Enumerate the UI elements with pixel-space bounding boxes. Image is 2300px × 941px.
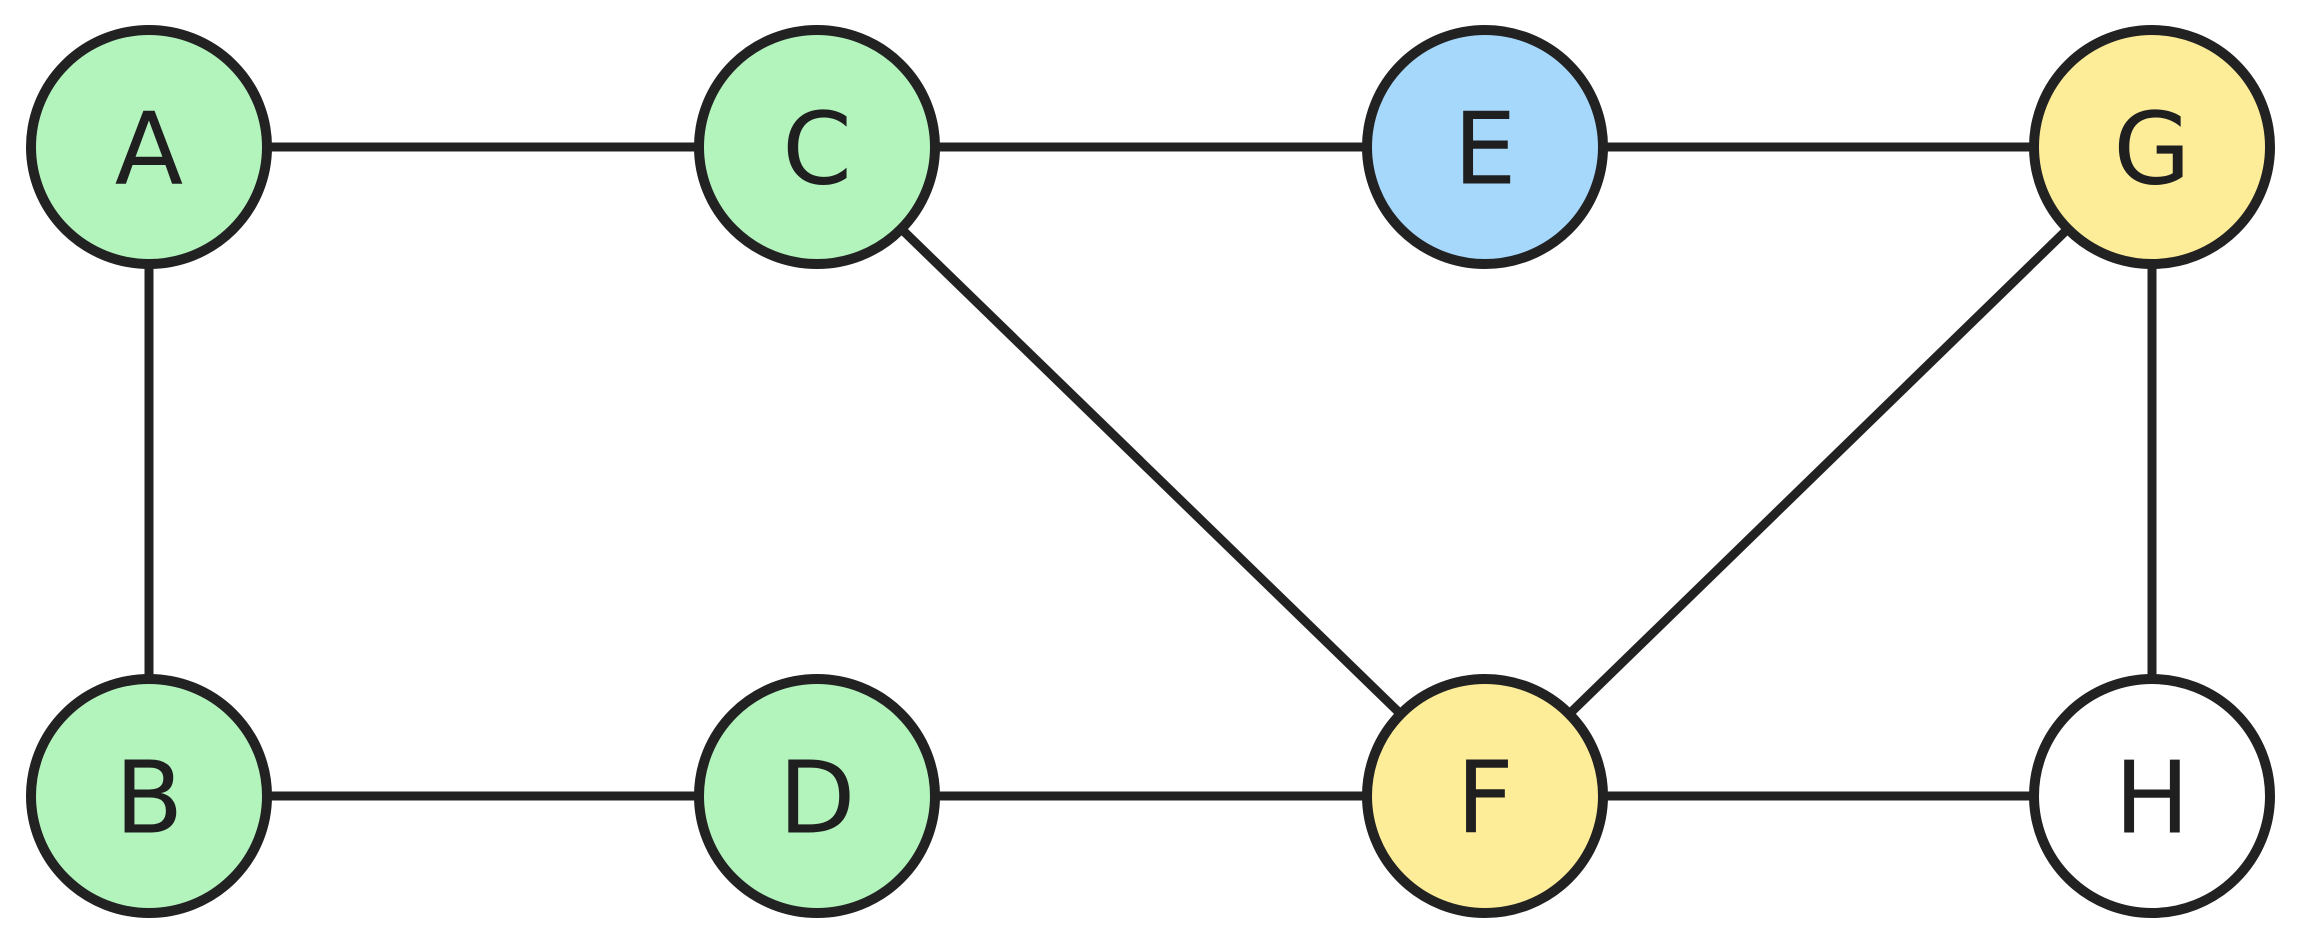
node-circle xyxy=(1362,25,1608,269)
node-b: B xyxy=(26,674,272,918)
edges-layer xyxy=(144,142,2157,801)
node-label: E xyxy=(1453,91,1516,208)
node-label: C xyxy=(782,91,852,208)
node-f: F xyxy=(1362,674,1608,918)
nodes-layer: A B C D E F G H xyxy=(26,25,2275,918)
node-d: D xyxy=(694,674,940,918)
node-label: D xyxy=(778,740,855,857)
node-label: B xyxy=(115,740,184,857)
node-circle xyxy=(694,25,940,269)
node-g: G xyxy=(2029,25,2275,269)
node-circle xyxy=(26,25,272,269)
node-a: A xyxy=(26,25,272,269)
edge-g-f xyxy=(1481,143,2156,800)
node-label: G xyxy=(2113,91,2191,208)
node-label: F xyxy=(1456,740,1514,857)
node-circle xyxy=(2029,674,2275,918)
node-circle xyxy=(2029,25,2275,269)
node-label: H xyxy=(2114,740,2189,857)
node-circle xyxy=(26,674,272,918)
node-circle xyxy=(694,674,940,918)
node-e: E xyxy=(1362,25,1608,269)
node-label: A xyxy=(115,91,183,208)
node-circle xyxy=(1362,674,1608,918)
node-h: H xyxy=(2029,674,2275,918)
edge-c-f xyxy=(813,143,1489,800)
node-c: C xyxy=(694,25,940,269)
